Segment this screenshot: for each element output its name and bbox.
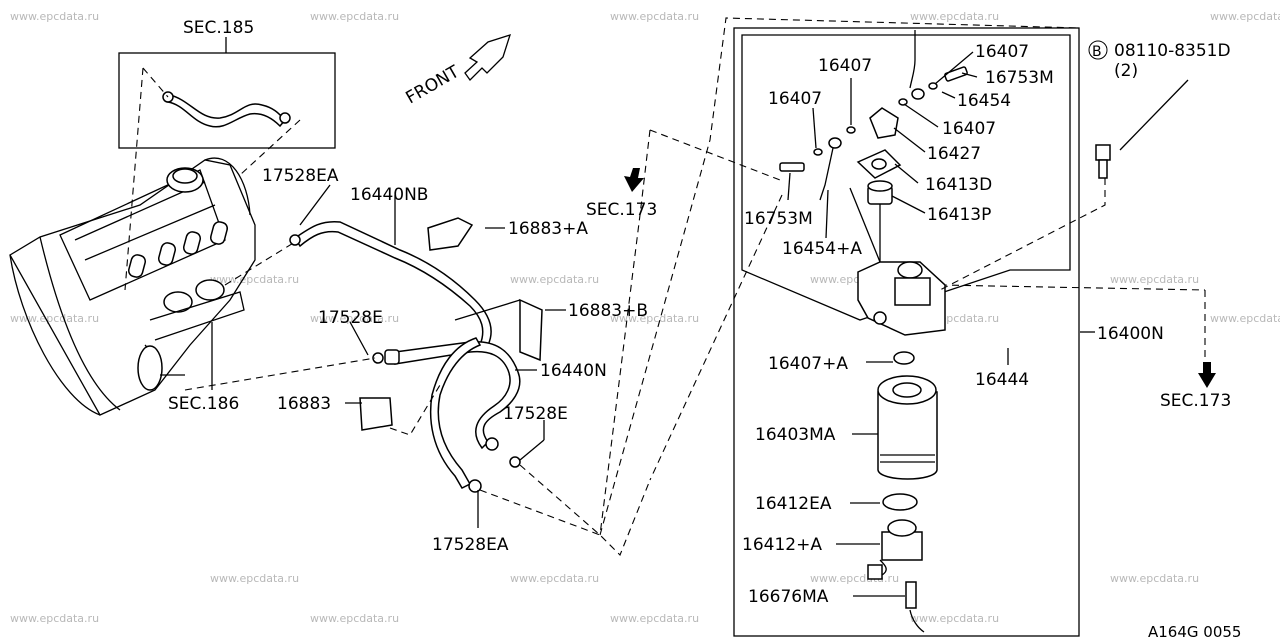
label-16407a: 16407+A: [768, 354, 848, 374]
arrow-down-icon: [1198, 362, 1216, 388]
fuel-hoses: [184, 17, 1081, 556]
front-label: FRONT: [403, 62, 464, 109]
watermark: www.epcdata.ru: [10, 612, 99, 625]
label-16883: 16883: [277, 394, 331, 414]
sec185-inset: [118, 37, 336, 291]
label-16407: 16407: [768, 89, 822, 109]
watermark: www.epcdata.ru: [610, 312, 699, 325]
watermark: www.epcdata.ru: [910, 612, 999, 625]
label-16440nb: 16440NB: [350, 185, 428, 205]
label-16407: 16407: [942, 119, 996, 139]
filter-body: [867, 351, 938, 633]
front-arrow-group: FRONT: [403, 33, 512, 109]
label-sec173-left: SEC.173: [586, 200, 657, 220]
label-16407: 16407: [818, 56, 872, 76]
label-17528ea-bottom: 17528EA: [432, 535, 509, 555]
leader-lines: [299, 51, 978, 597]
label-16400n: 16400N: [1097, 324, 1164, 344]
filter-assembly-box: [733, 27, 1095, 637]
watermark: www.epcdata.ru: [510, 273, 599, 286]
label-17528e-left: 17528E: [318, 308, 383, 328]
watermark: www.epcdata.ru: [1210, 10, 1280, 23]
watermark: www.epcdata.ru: [310, 10, 399, 23]
label-16407: 16407: [975, 42, 1029, 62]
label-16883b: 16883+B: [568, 301, 648, 321]
callout-labels: SEC.185 SEC.186 SEC.173 SEC.173 17528EA …: [168, 18, 1231, 607]
watermark: www.epcdata.ru: [310, 312, 399, 325]
label-sec185: SEC.185: [183, 18, 254, 38]
engine-block: [9, 157, 256, 416]
label-16440n: 16440N: [540, 361, 607, 381]
watermark: www.epcdata.ru: [210, 273, 299, 286]
watermark: www.epcdata.ru: [10, 10, 99, 23]
filter-head: [779, 30, 968, 336]
label-16412ea: 16412EA: [755, 494, 832, 514]
watermark: www.epcdata.ru: [610, 612, 699, 625]
watermark: www.epcdata.ru: [610, 10, 699, 23]
watermark: www.epcdata.ru: [310, 612, 399, 625]
bolt-symbol: B: [1092, 44, 1102, 60]
watermark: www.epcdata.ru: [1110, 572, 1199, 585]
label-sec173-right: SEC.173: [1160, 391, 1231, 411]
label-16403ma: 16403MA: [755, 425, 836, 445]
label-16753m: 16753M: [744, 209, 813, 229]
arrow-down-icon: [624, 168, 644, 192]
label-17528ea-top: 17528EA: [262, 166, 339, 186]
label-16413p: 16413P: [927, 205, 991, 225]
front-arrow-icon: [464, 33, 512, 82]
watermark: www.epcdata.ru: [510, 572, 599, 585]
bolt-qty-label: (2): [1114, 61, 1138, 81]
label-16413d: 16413D: [925, 175, 992, 195]
watermark: www.epcdata.ru: [1110, 273, 1199, 286]
watermark: www.epcdata.ru: [910, 10, 999, 23]
label-16454a: 16454+A: [782, 239, 862, 259]
label-16753m: 16753M: [985, 68, 1054, 88]
watermark: www.epcdata.ru: [10, 312, 99, 325]
bolt-part-label: 08110-8351D: [1114, 41, 1231, 61]
figure-code: A164G 0055: [1148, 623, 1241, 640]
label-16444: 16444: [975, 370, 1029, 390]
label-16454: 16454: [957, 91, 1011, 111]
label-16412a: 16412+A: [742, 535, 822, 555]
bolt-b: B 08110-8351D (2): [939, 40, 1231, 291]
label-sec186: SEC.186: [168, 394, 239, 414]
watermark: www.epcdata.ru: [210, 572, 299, 585]
watermark: www.epcdata.ru: [1210, 312, 1280, 325]
label-16883a: 16883+A: [508, 219, 588, 239]
label-16427: 16427: [927, 144, 981, 164]
label-16676ma: 16676MA: [748, 587, 829, 607]
watermark: www.epcdata.ru: [810, 572, 899, 585]
label-17528e-right: 17528E: [503, 404, 568, 424]
bolt-b-icon: [1088, 40, 1108, 60]
